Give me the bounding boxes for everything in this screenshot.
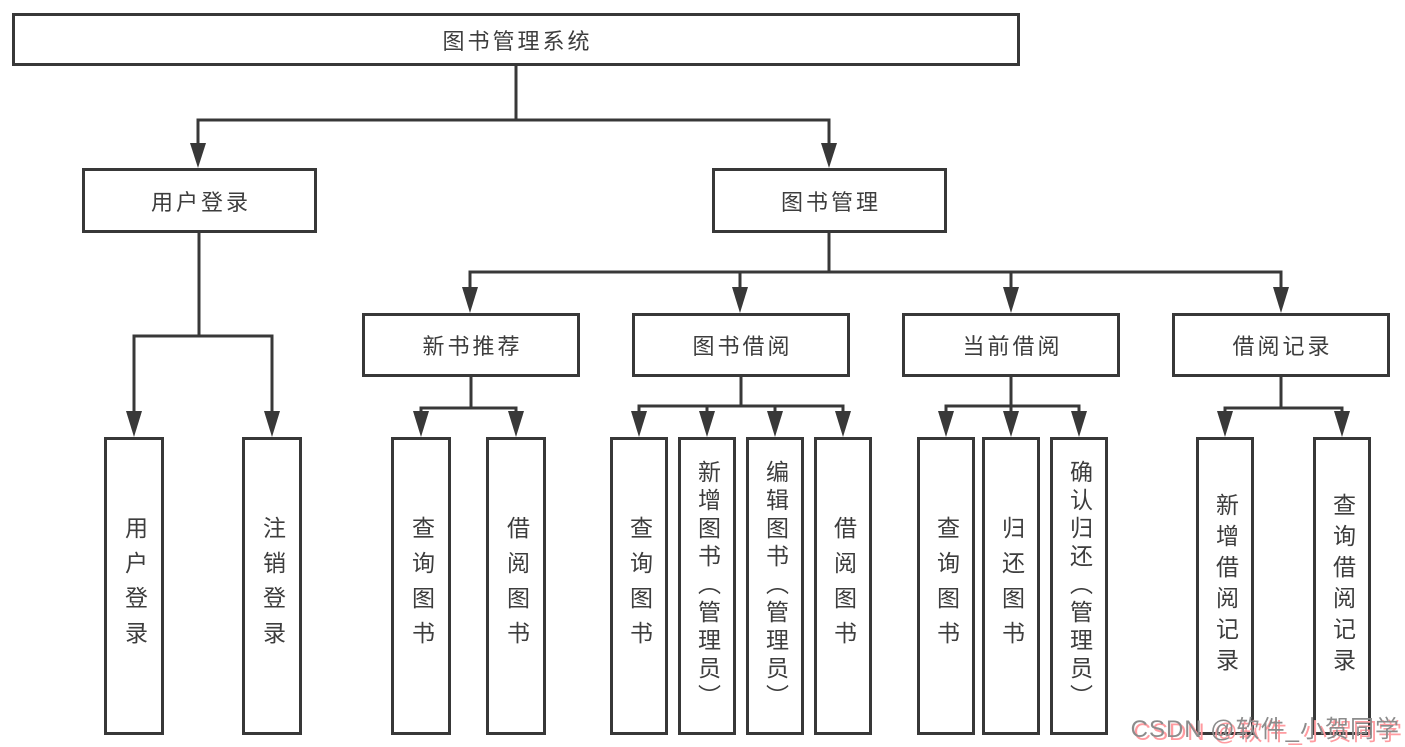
leaf-add-book-admin: 新增图书（管理员） (678, 437, 736, 735)
leaf-query-books-current: 查询图书 (917, 437, 975, 735)
leaf-logout-login: 注销登录 (242, 437, 302, 735)
leaf-query-books-recommend-label: 查询图书 (408, 516, 435, 656)
leaf-query-books-recommend: 查询图书 (391, 437, 451, 735)
leaf-user-login-label: 用户登录 (121, 516, 148, 656)
leaf-query-borrow-record: 查询借阅记录 (1313, 437, 1371, 735)
node-user-login: 用户登录 (82, 168, 317, 233)
leaf-query-books-current-label: 查询图书 (933, 516, 960, 656)
node-root: 图书管理系统 (12, 13, 1020, 66)
leaf-return-books: 归还图书 (982, 437, 1040, 735)
connector-root (190, 66, 837, 168)
connector-book-borrow (631, 377, 851, 437)
node-borrow-records-label: 借阅记录 (1232, 334, 1333, 359)
node-borrow-records: 借阅记录 (1172, 313, 1390, 377)
leaf-query-books-borrow: 查询图书 (610, 437, 668, 735)
leaf-add-borrow-record: 新增借阅记录 (1196, 437, 1254, 735)
leaf-logout-login-label: 注销登录 (259, 516, 286, 656)
node-book-borrow: 图书借阅 (632, 313, 850, 377)
leaf-query-borrow-record-label: 查询借阅记录 (1329, 493, 1356, 679)
node-current-borrow-label: 当前借阅 (962, 334, 1063, 359)
connector-current-borrow (938, 377, 1087, 437)
leaf-user-login: 用户登录 (104, 437, 164, 735)
node-new-book-recommend-label: 新书推荐 (422, 334, 523, 359)
leaf-borrow-books-label: 借阅图书 (830, 516, 857, 656)
node-book-management: 图书管理 (712, 168, 947, 233)
leaf-add-book-admin-label: 新增图书（管理员） (694, 460, 721, 712)
node-book-management-label: 图书管理 (780, 189, 881, 215)
leaf-borrow-books: 借阅图书 (814, 437, 872, 735)
node-new-book-recommend: 新书推荐 (362, 313, 580, 377)
leaf-edit-book-admin-label: 编辑图书（管理员） (762, 460, 789, 712)
leaf-return-books-label: 归还图书 (998, 516, 1025, 656)
connector-borrow-records (1217, 377, 1350, 437)
leaf-query-books-borrow-label: 查询图书 (626, 516, 653, 656)
connector-book-management (462, 233, 1289, 313)
node-root-label: 图书管理系统 (442, 28, 593, 54)
connector-new-book-recommend (413, 377, 524, 437)
leaf-confirm-return-admin: 确认归还（管理员） (1050, 437, 1108, 735)
leaf-add-borrow-record-label: 新增借阅记录 (1212, 493, 1239, 679)
leaf-borrow-books-recommend: 借阅图书 (486, 437, 546, 735)
csdn-watermark: CSDN @软件_小贺同学 (1130, 716, 1400, 743)
leaf-borrow-books-recommend-label: 借阅图书 (503, 516, 530, 656)
node-current-borrow: 当前借阅 (902, 313, 1120, 377)
node-book-borrow-label: 图书借阅 (692, 334, 793, 359)
node-user-login-label: 用户登录 (150, 189, 251, 215)
leaf-edit-book-admin: 编辑图书（管理员） (746, 437, 804, 735)
connector-user-login (126, 233, 280, 437)
leaf-confirm-return-admin-label: 确认归还（管理员） (1066, 460, 1093, 712)
